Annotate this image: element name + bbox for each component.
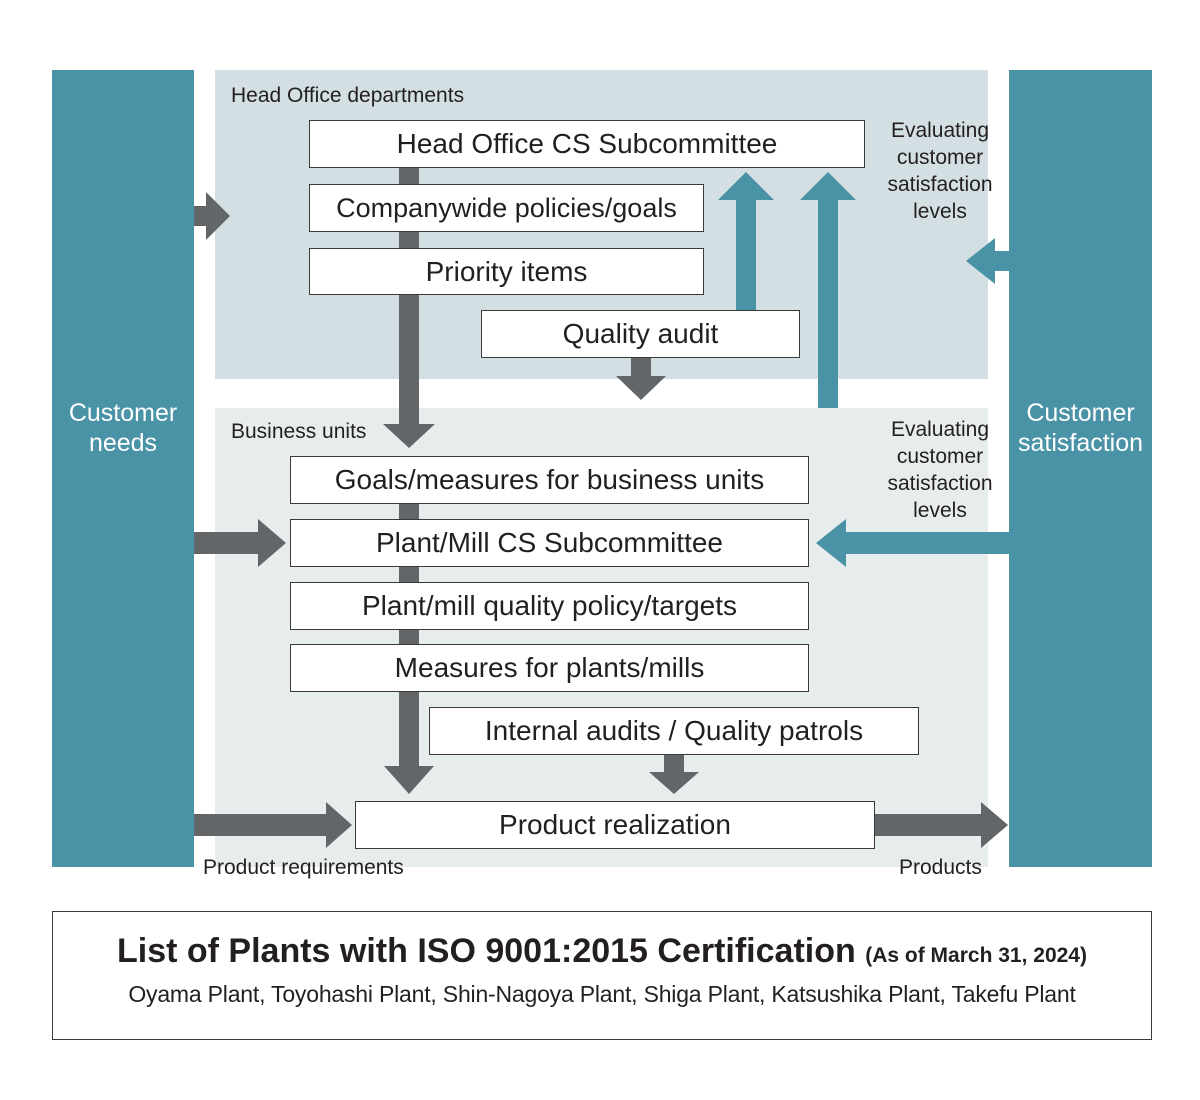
business-units-up-shaft bbox=[818, 200, 838, 408]
needs-to-head-office-arrowhead bbox=[206, 192, 230, 240]
eval-top-shaft bbox=[995, 251, 1009, 271]
quality-audit-up-shaft bbox=[736, 200, 756, 311]
evaluating-label-top: Evaluating customer satisfaction levels bbox=[870, 117, 1010, 225]
products-arrowhead bbox=[981, 802, 1008, 848]
customer-needs-column: Customer needs bbox=[52, 70, 194, 867]
evaluating-label-bottom: Evaluating customer satisfaction levels bbox=[870, 416, 1010, 524]
customer-needs-line-1: Customer bbox=[68, 399, 178, 427]
plant-mill-cs-subcommittee-box: Plant/Mill CS Subcommittee bbox=[290, 519, 809, 567]
goals-measures-box: Goals/measures for business units bbox=[290, 456, 809, 504]
needs-to-plant-cs-arrowhead bbox=[258, 519, 286, 567]
needs-to-head-office-shaft bbox=[194, 206, 206, 226]
iso-certification-box: List of Plants with ISO 9001:2015 Certif… bbox=[52, 911, 1152, 1040]
internal-audits-down-arrowhead bbox=[649, 772, 699, 794]
evaluating-top-line-3: satisfaction bbox=[887, 173, 993, 196]
quality-audit-up-arrowhead bbox=[718, 172, 774, 200]
evaluating-bottom-line-2: customer bbox=[896, 445, 984, 468]
products-label: Products bbox=[899, 856, 982, 879]
evaluating-top-line-1: Evaluating bbox=[890, 119, 990, 142]
to-product-realization-arrowhead bbox=[384, 766, 434, 794]
head-office-cs-subcommittee-box: Head Office CS Subcommittee bbox=[309, 120, 865, 168]
customer-satisfaction-line-2: satisfaction bbox=[1017, 429, 1144, 457]
evaluating-bottom-line-3: satisfaction bbox=[887, 472, 993, 495]
eval-top-arrowhead bbox=[966, 238, 995, 284]
quality-audit-down-arrowhead bbox=[616, 376, 666, 400]
spine-to-business-units bbox=[399, 380, 419, 424]
evaluating-top-line-2: customer bbox=[896, 146, 984, 169]
needs-to-plant-cs-shaft bbox=[194, 532, 258, 554]
priority-items-box: Priority items bbox=[309, 248, 704, 295]
measures-plants-box: Measures for plants/mills bbox=[290, 644, 809, 692]
business-units-label: Business units bbox=[231, 420, 367, 443]
head-office-departments-label: Head Office departments bbox=[231, 84, 465, 107]
evaluating-top-line-4: levels bbox=[913, 200, 967, 223]
eval-bottom-shaft bbox=[846, 532, 1009, 554]
business-units-up-arrowhead bbox=[800, 172, 856, 200]
companywide-policies-box: Companywide policies/goals bbox=[309, 184, 704, 232]
eval-bottom-arrowhead bbox=[816, 519, 846, 567]
customer-needs-line-2: needs bbox=[88, 429, 158, 457]
internal-audits-down-shaft bbox=[664, 752, 684, 772]
requirements-shaft bbox=[194, 814, 326, 836]
requirements-arrowhead bbox=[326, 802, 352, 848]
evaluating-bottom-line-4: levels bbox=[913, 499, 967, 522]
evaluating-bottom-line-1: Evaluating bbox=[890, 418, 990, 441]
quality-audit-down-shaft bbox=[631, 356, 651, 376]
plant-quality-policy-box: Plant/mill quality policy/targets bbox=[290, 582, 809, 630]
customer-satisfaction-line-1: Customer bbox=[1026, 399, 1135, 427]
spine-to-business-units-arrowhead bbox=[383, 424, 435, 448]
certified-plants-list: Oyama Plant, Toyohashi Plant, Shin-Nagoy… bbox=[128, 981, 1076, 1007]
product-requirements-label: Product requirements bbox=[203, 856, 404, 879]
quality-audit-box: Quality audit bbox=[481, 310, 800, 358]
internal-audits-box: Internal audits / Quality patrols bbox=[429, 707, 919, 755]
customer-satisfaction-column: Customer satisfaction bbox=[1009, 70, 1152, 867]
certification-title: List of Plants with ISO 9001:2015 Certif… bbox=[117, 932, 856, 970]
certification-title-row: List of Plants with ISO 9001:2015 Certif… bbox=[53, 932, 1151, 971]
products-shaft bbox=[875, 814, 981, 836]
product-realization-box: Product realization bbox=[355, 801, 875, 849]
certification-date: (As of March 31, 2024) bbox=[865, 944, 1087, 967]
